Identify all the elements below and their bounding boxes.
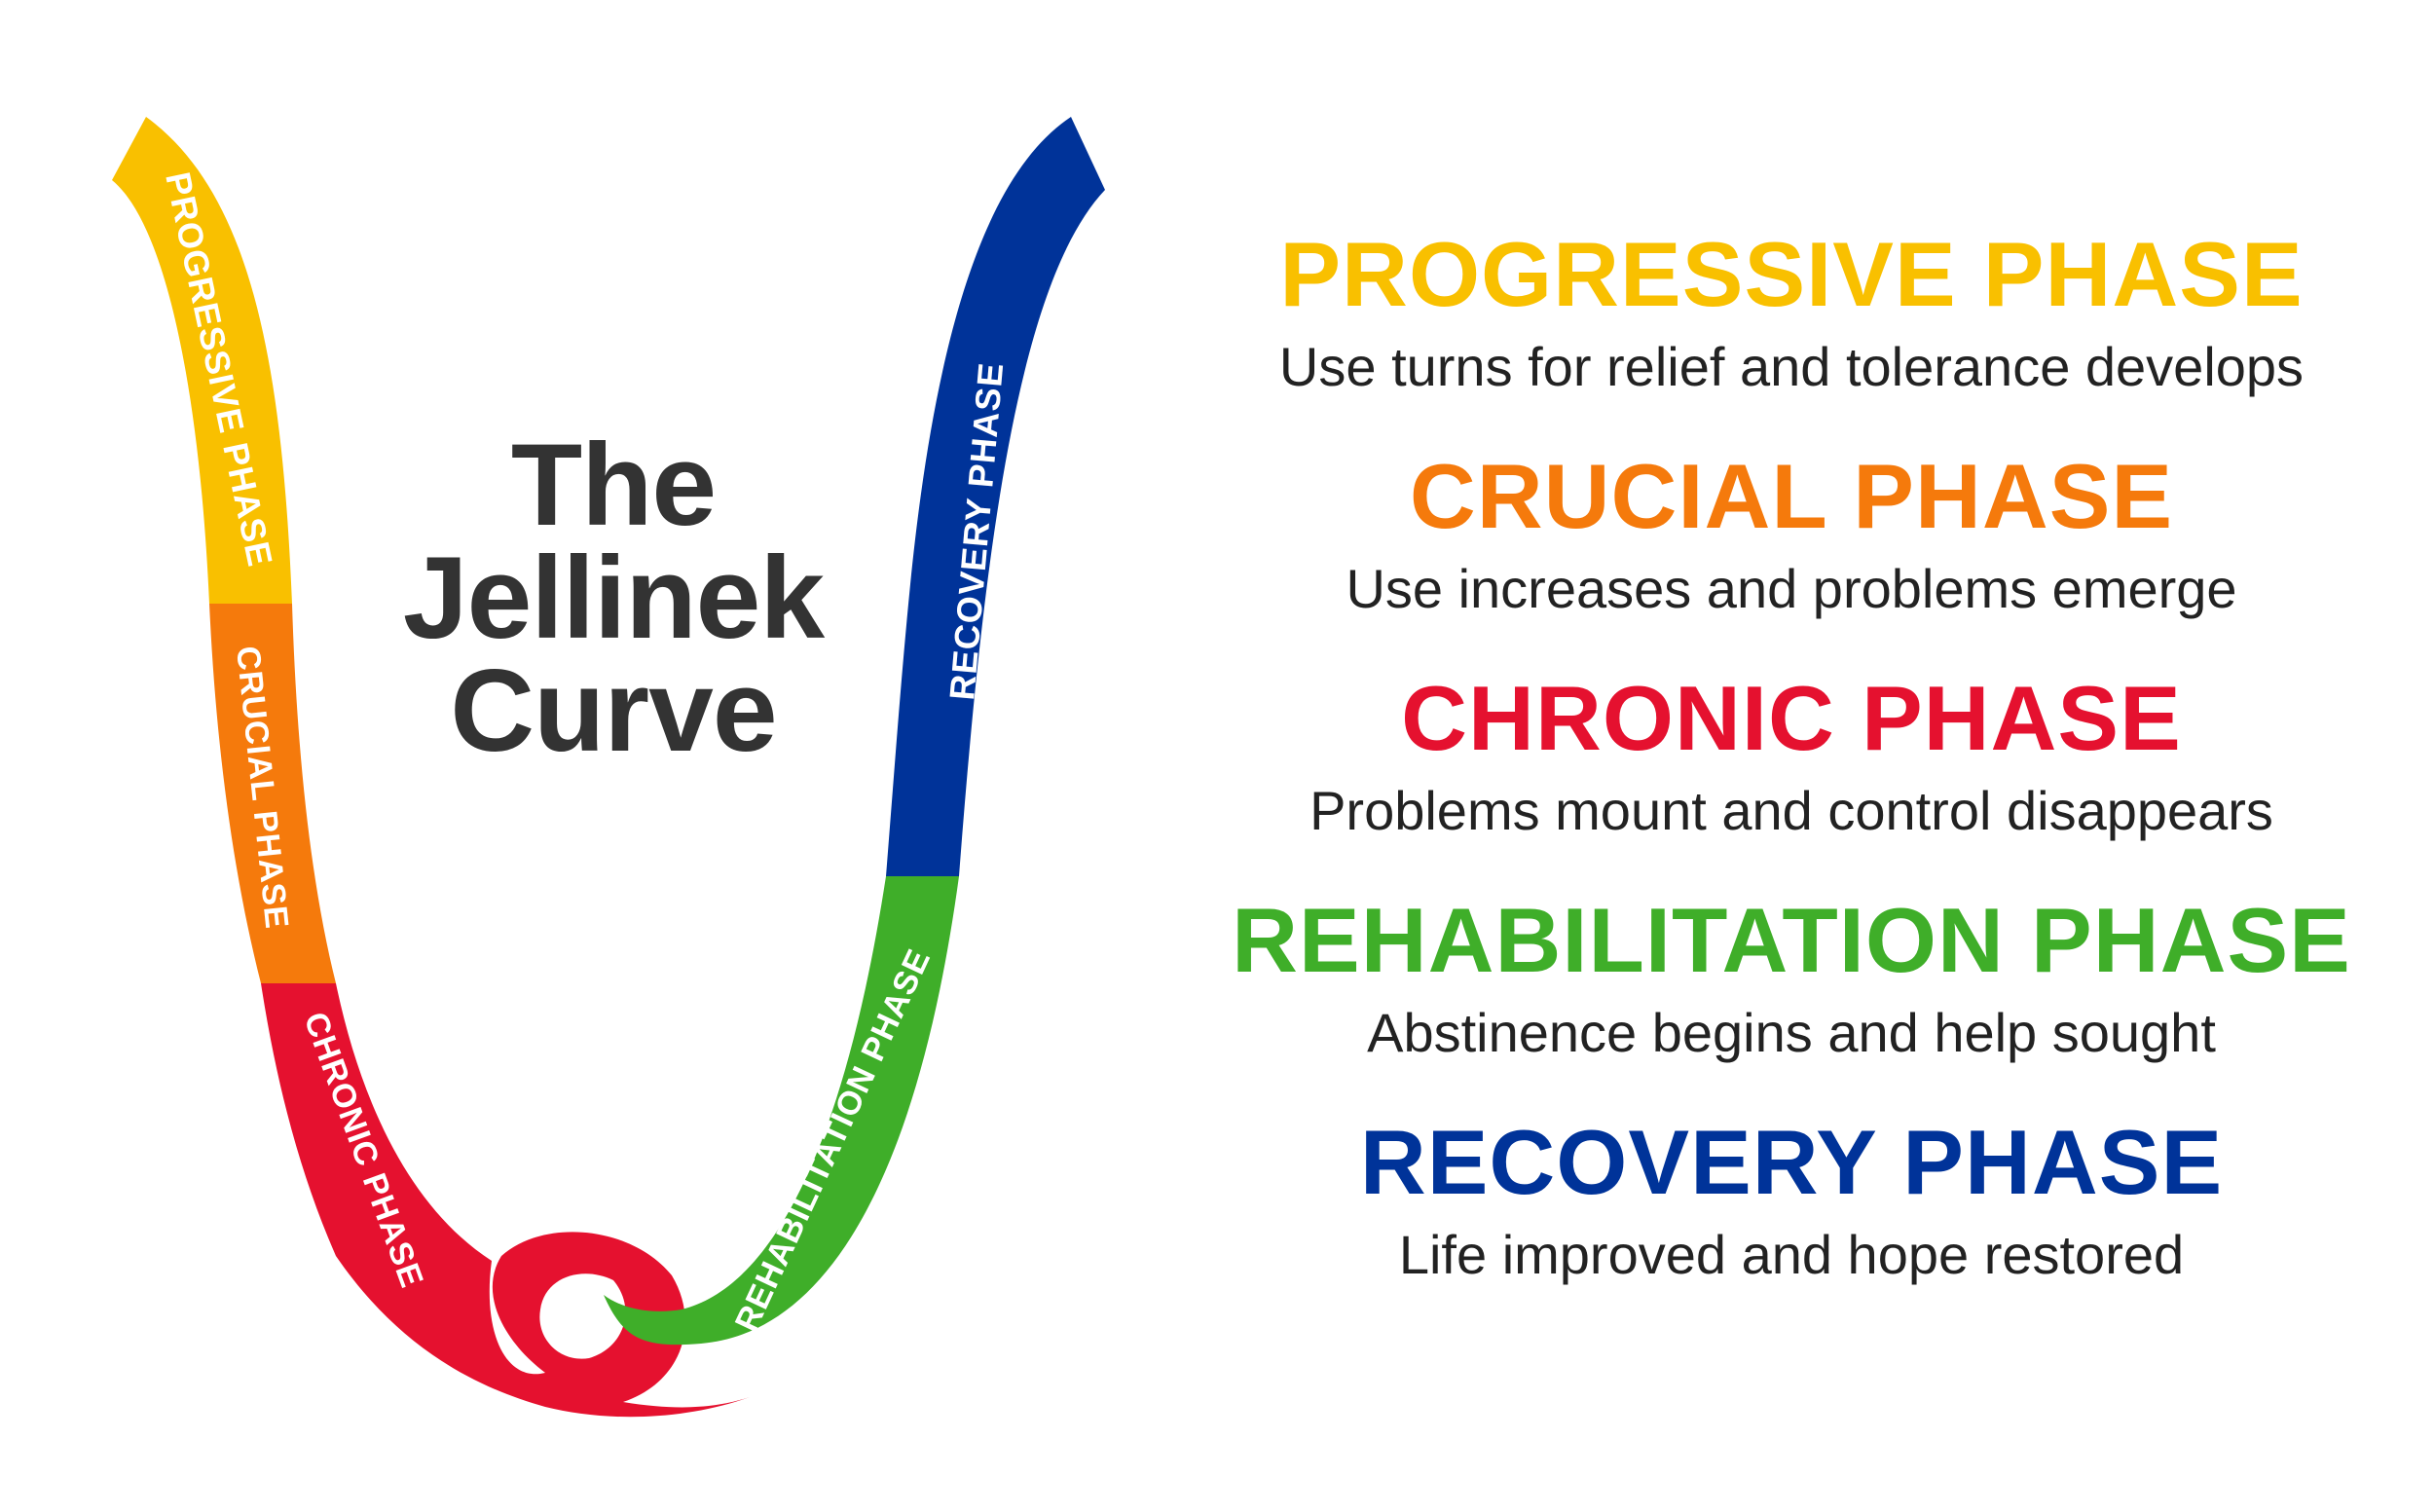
jellinek-curve-diagram: PROGRESSIVE PHASE CRUCIAL PHASE CHRONIC … <box>112 117 1105 1418</box>
rehabilitation-band-label: REHABILITATION PHASE <box>728 943 939 1338</box>
phase-item-recovery: RECOVERY PHASE Life improved and hope re… <box>1198 1112 2385 1334</box>
phase-item-chronic: CHRONIC PHASE Problems mount and control… <box>1198 668 2385 890</box>
phase-description: Use turns for relief and tolerance devel… <box>1278 336 2305 397</box>
phase-name: REHABILITATION PHASE <box>1232 889 2351 991</box>
title-line-3: Curve <box>450 645 777 776</box>
phase-name: RECOVERY PHASE <box>1359 1111 2224 1213</box>
phase-item-progressive: PROGRESSIVE PHASE Use turns for relief a… <box>1198 224 2385 446</box>
phase-item-rehabilitation: REHABILITATION PHASE Abstinence begins a… <box>1198 890 2385 1112</box>
phase-legend: PROGRESSIVE PHASE Use turns for relief a… <box>1198 224 2385 1334</box>
phase-name: PROGRESSIVE PHASE <box>1279 223 2304 325</box>
phase-name: CRUCIAL PHASE <box>1409 445 2174 547</box>
crucial-band <box>209 604 336 983</box>
recovery-band <box>886 117 1105 876</box>
title-line-1: The <box>510 420 717 550</box>
title-line-2: Jellinek <box>402 533 825 663</box>
phase-item-crucial: CRUCIAL PHASE Use increases and problems… <box>1198 446 2385 668</box>
progressive-band <box>112 117 292 604</box>
rehabilitation-band <box>604 876 959 1346</box>
phase-name: CHRONIC PHASE <box>1401 667 2182 769</box>
phase-description: Use increases and problems emerge <box>1346 558 2237 619</box>
spiral-gap <box>539 1273 626 1359</box>
phase-description: Abstinence begins and help sought <box>1367 1002 2216 1063</box>
phase-description: Problems mount and control disappears <box>1309 780 2273 841</box>
diagram-title: The Jellinek Curve <box>370 420 857 776</box>
phase-description: Life improved and hope restored <box>1398 1224 2185 1285</box>
